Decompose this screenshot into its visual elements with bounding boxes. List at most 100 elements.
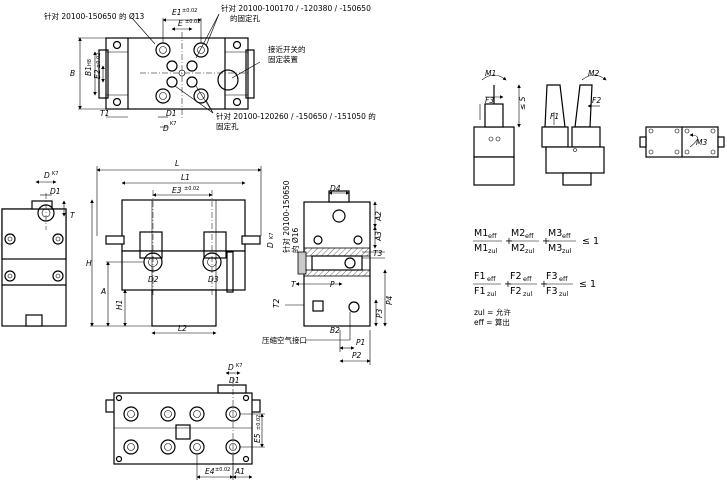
load-f2: F2 [592, 96, 601, 105]
dim-l: L [175, 159, 179, 168]
formula-m2-den-sub: zul [525, 247, 535, 255]
dim-e2: E2 [93, 69, 102, 79]
formula-f1-den: F1 [474, 286, 486, 297]
note-air-port: 压缩空气接口 [262, 335, 307, 345]
dim-d4: D4 [330, 184, 341, 193]
formula-f2-num-sub: eff [523, 275, 532, 283]
dim-b2: B2 [330, 326, 340, 335]
formula-f3-num: F3 [546, 271, 558, 282]
note-sensor-1: 接近开关的 [268, 44, 306, 54]
note-bottom-1: 针对 20100-120260 / -150650 / -151050 的 [216, 111, 376, 121]
dim-e-tol: ±0.02 [185, 19, 200, 25]
formula-le1-b: ≤ 1 [579, 279, 596, 290]
formula-f1-den-sub: zul [487, 290, 497, 298]
dim-t3: T3 [373, 249, 383, 258]
formula-m2-num: M2 [511, 228, 525, 239]
dim-l2: L2 [178, 324, 187, 333]
load-f1: F1 [550, 112, 559, 121]
load-m3: M3 [696, 138, 707, 147]
dim-t1: T1 [100, 109, 109, 118]
dim-e5-tol: ±0.02 [256, 415, 262, 430]
dim-d-left-tol: K7 [52, 171, 58, 177]
formulas: M1 eff M1 zul + M2 eff M2 zul + M3 eff M… [473, 228, 599, 327]
dim-d-section: D [266, 242, 275, 248]
dim-b: B [70, 69, 75, 78]
dim-d: D [163, 124, 169, 133]
dim-h: H [86, 259, 92, 268]
dim-h1: H1 [115, 300, 124, 310]
bottom-view: D K7 D1 E5 ±0.02 E4 ±0.02 A1 [105, 363, 265, 480]
dim-t2: T2 [272, 298, 281, 308]
dim-t-left: T [70, 211, 76, 220]
dim-e3: E3 [172, 186, 182, 195]
formula-m1-den: M1 [474, 243, 488, 254]
note-top-left: 针对 20100-150650 的 Ø13 [44, 11, 145, 21]
front-view: L L1 E3 ±0.02 H A H1 L2 D2 D3 [86, 159, 262, 335]
load-s: ≤ S [518, 96, 527, 110]
dim-d1-left: D1 [50, 187, 61, 196]
dim-e3-tol: ±0.02 [184, 186, 199, 192]
formula-f2-num: F2 [510, 271, 522, 282]
dim-d-bottom: D [228, 363, 234, 372]
dim-e2-tol: ±0.02 [96, 53, 102, 68]
dim-p3: P3 [375, 308, 384, 318]
dim-a3: A3 [374, 231, 383, 242]
dim-p2: P2 [352, 351, 362, 360]
formula-f2-den-sub: zul [523, 290, 533, 298]
formula-m1-num: M1 [474, 228, 488, 239]
formula-plus-4: + [540, 279, 548, 290]
note-vertical-1: 针对 20100-150650 [281, 180, 291, 253]
formula-m2-den: M2 [511, 243, 525, 254]
formula-m3-den-sub: zul [562, 247, 572, 255]
dim-e4-tol: ±0.02 [215, 467, 230, 473]
note-top-right-1: 针对 20100-100170 / -120380 / -150650 [221, 3, 371, 13]
dim-e1-tol: ±0.02 [182, 8, 197, 14]
formula-m3-den: M3 [548, 243, 562, 254]
formula-plus-2: + [542, 236, 550, 247]
dim-t: T [291, 280, 297, 289]
formula-f1-num-sub: eff [487, 275, 496, 283]
top-view: E1 ±0.02 E ±0.02 B B1 H8 E2 ±0.02 T1 D1 … [44, 3, 376, 133]
formula-le1-a: ≤ 1 [582, 236, 599, 247]
dim-a1: A1 [234, 467, 245, 476]
dim-p1: P1 [356, 338, 365, 347]
dim-p4: P4 [385, 295, 394, 305]
formula-f3-den: F3 [546, 286, 558, 297]
formula-m3-num: M3 [548, 228, 562, 239]
formula-f2-den: F2 [510, 286, 522, 297]
formula-f3-den-sub: zul [559, 290, 569, 298]
formula-f3-num-sub: eff [559, 275, 568, 283]
legend-zul: zul = 允许 [474, 307, 511, 317]
dim-b1: B1 [84, 66, 93, 76]
dim-b1-tol: H8 [87, 59, 93, 66]
section-view: D4 A2 A3 T3 T P P4 P3 T2 B2 P1 P2 D K7 针… [262, 180, 394, 365]
formula-m1-num-sub: eff [488, 232, 497, 240]
formula-f1-num: F1 [474, 271, 486, 282]
dim-e1: E1 [172, 8, 182, 17]
formula-m3-num-sub: eff [562, 232, 571, 240]
dim-d3: D3 [208, 275, 219, 284]
formula-m1-den-sub: zul [488, 247, 498, 255]
dim-e: E [178, 19, 183, 28]
dim-d-section-tol: K7 [269, 233, 275, 239]
formula-m2-num-sub: eff [525, 232, 534, 240]
formula-plus-1: + [505, 236, 513, 247]
load-m2: M2 [588, 69, 599, 78]
note-vertical-2: 的 Ø16 [290, 227, 300, 253]
dim-d-left: D [44, 171, 50, 180]
dim-l1: L1 [181, 173, 190, 182]
dim-d2: D2 [148, 275, 159, 284]
dim-d-bottom-tol: K7 [236, 363, 242, 369]
formula-plus-3: + [504, 279, 512, 290]
dim-d1: D1 [166, 109, 177, 118]
load-diagrams: M1 F3 ≤ S F1 F2 M2 M3 [473, 69, 725, 186]
load-m1: M1 [485, 69, 496, 78]
dim-p: P [330, 280, 335, 289]
note-top-right-2: 的固定孔 [230, 13, 260, 23]
note-sensor-2: 固定装置 [268, 54, 298, 64]
dim-d1-bottom: D1 [229, 376, 240, 385]
left-side-view: D K7 D1 T [1, 171, 76, 327]
legend-eff: eff = 算出 [474, 317, 510, 327]
dim-e5: E5 [253, 433, 262, 443]
dim-a: A [100, 287, 106, 296]
